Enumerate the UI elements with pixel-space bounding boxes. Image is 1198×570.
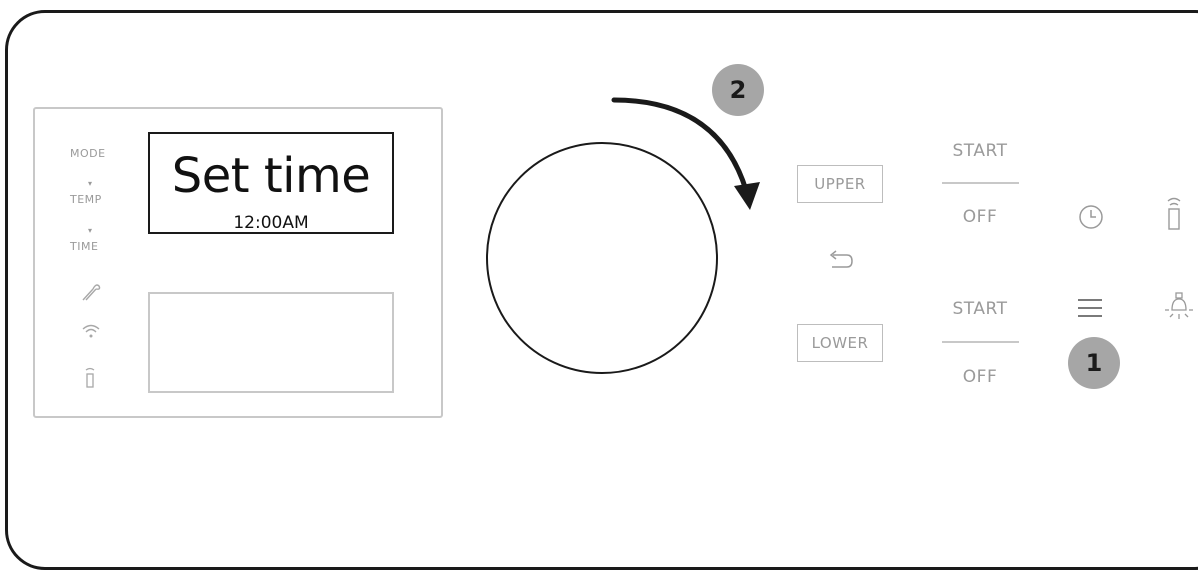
tick-mark: ▾: [88, 179, 93, 188]
start-off-divider: [942, 182, 1019, 184]
remote-icon[interactable]: [1164, 196, 1184, 232]
clock-icon[interactable]: [1077, 203, 1105, 231]
remote-icon: [85, 367, 95, 388]
lower-button[interactable]: LOWER: [797, 324, 883, 362]
light-icon[interactable]: [1163, 292, 1195, 322]
back-arrow-icon[interactable]: [827, 250, 853, 270]
upper-button[interactable]: UPPER: [797, 165, 883, 203]
indicator-temp: TEMP: [70, 193, 102, 206]
display-panel: MODE ▾ TEMP ▾ TIME: [33, 107, 443, 418]
indicator-time: TIME: [70, 240, 99, 253]
probe-icon: [82, 284, 101, 301]
display-screen-secondary: [148, 292, 394, 393]
indicator-mode: MODE: [70, 147, 106, 160]
lower-off-button[interactable]: OFF: [962, 367, 998, 387]
wifi-icon: [82, 324, 100, 338]
screen-time: 12:00AM: [233, 213, 309, 233]
control-dial[interactable]: [486, 142, 718, 374]
display-screen-main: Set time 12:00AM: [148, 132, 394, 234]
start-off-divider: [942, 341, 1019, 343]
screen-title: Set time: [171, 148, 371, 204]
rotation-arrow-icon: [611, 97, 760, 210]
callout-2: 2: [712, 64, 764, 116]
menu-icon[interactable]: [1077, 297, 1103, 319]
tick-mark: ▾: [88, 226, 93, 235]
upper-start-button[interactable]: START: [952, 141, 1008, 161]
upper-off-button[interactable]: OFF: [962, 207, 998, 227]
lower-start-button[interactable]: START: [952, 299, 1008, 319]
callout-1: 1: [1068, 337, 1120, 389]
